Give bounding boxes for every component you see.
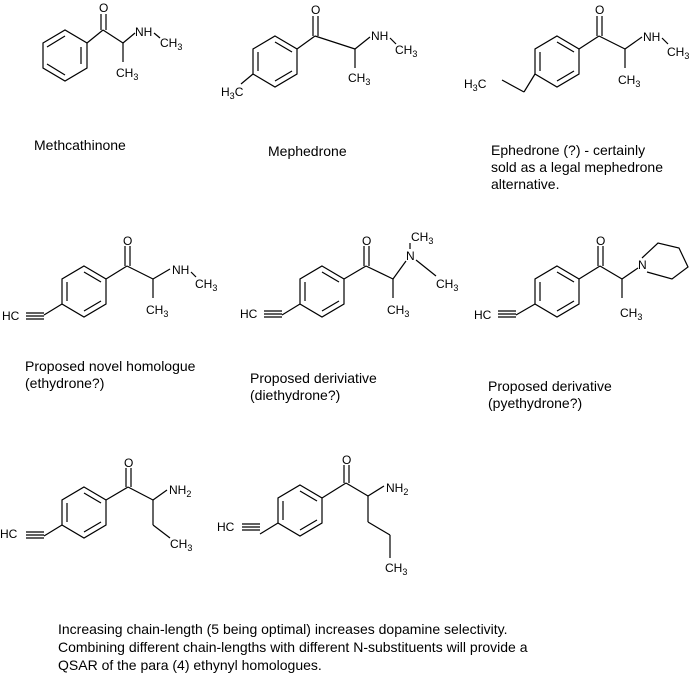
benzene-ring (534, 265, 580, 318)
ethydrone-structure: HC O NH CH3 CH3 (2, 234, 217, 323)
nitrogen-label: N (406, 249, 415, 263)
methcathinone-caption: Methcathinone (34, 137, 126, 154)
caption-line: Ephedrone (?) - certainly (491, 142, 646, 158)
methyl-label: CH3 (116, 66, 138, 82)
caption-line: Proposed derivative (488, 378, 612, 394)
caption-line: (diethydrone?) (250, 387, 341, 403)
ephedrone-caption: Ephedrone (?) - certainly sold as a lega… (491, 142, 663, 193)
methyl-label: CH3 (387, 303, 409, 319)
nitrogen-label: N (638, 258, 647, 272)
oxygen-label: O (595, 3, 604, 17)
oxygen-label: O (99, 1, 108, 15)
benzene-ring (61, 486, 107, 539)
amine-label: NH (643, 30, 660, 44)
benzene-ring (42, 29, 88, 82)
benzene-ring (534, 35, 580, 88)
benzene-ring (61, 265, 107, 318)
ethynyl-label: HC (474, 308, 492, 322)
methyl-label: CH3 (620, 306, 642, 322)
caption-line: Proposed novel homologue (25, 358, 196, 374)
pyrrolidine-ring (641, 242, 689, 280)
oxygen-label: O (362, 234, 371, 248)
methcathinone-structure: O NH CH3 CH3 (42, 1, 182, 82)
methyl-label: CH3 (618, 73, 640, 89)
methyl-label: CH3 (146, 303, 168, 319)
amino-label: NH2 (169, 483, 191, 499)
oxygen-label: O (596, 234, 605, 248)
oxygen-label: O (311, 3, 320, 17)
benzene-ring (299, 265, 345, 318)
caption-line: Mephedrone (268, 143, 347, 159)
amino-label: NH2 (386, 481, 408, 497)
methyl-label: CH3 (411, 230, 433, 246)
oxygen-label: O (124, 456, 133, 470)
oxygen-label: O (123, 234, 132, 248)
methyl-label: CH3 (195, 277, 217, 293)
benzene-ring (252, 35, 298, 88)
methyl-label: CH3 (348, 71, 370, 87)
ethynyl-pentanone-amine-structure: HC O NH2 CH3 (217, 453, 408, 577)
pyethydrone-structure: HC O N CH3 (474, 234, 689, 322)
amine-label: NH (135, 25, 152, 39)
methyl-label: CH3 (667, 45, 689, 61)
ephedrone-structure: H3C O NH CH3 CH3 (464, 3, 689, 93)
footnote-line: QSAR of the para (4) ethynyl homologues. (58, 657, 322, 673)
footnote-line: Combining different chain-lengths with d… (58, 639, 528, 655)
caption-line: Proposed deriviative (250, 370, 377, 386)
methyl-label: CH3 (395, 43, 417, 59)
methyl-label: CH3 (170, 537, 192, 553)
footnote-line: Increasing chain-length (5 being optimal… (58, 621, 508, 637)
pyethydrone-caption: Proposed derivative (pyethydrone?) (488, 378, 612, 412)
ethynyl-label: HC (0, 527, 18, 541)
amine-label: NH (172, 263, 189, 277)
methyl-label: CH3 (436, 277, 458, 293)
methyl-label: H3C (464, 77, 487, 93)
benzene-ring (277, 484, 323, 537)
ethynyl-label: HC (2, 309, 20, 323)
mephedrone-structure: H3C O NH CH3 CH3 (221, 3, 417, 101)
caption-line: alternative. (491, 176, 560, 192)
ethynyl-label: HC (217, 520, 235, 534)
caption-line: sold as a legal mephedrone (491, 159, 664, 175)
caption-line: (pyethydrone?) (488, 395, 583, 411)
oxygen-label: O (342, 453, 351, 467)
qsar-footnote: Increasing chain-length (5 being optimal… (58, 620, 678, 674)
ethynyl-butanone-amine-structure: HC O NH2 CH3 (0, 456, 192, 553)
caption-line: Methcathinone (34, 137, 126, 153)
ethynyl-label: HC (240, 307, 258, 321)
caption-line: (ethydrone?) (25, 375, 105, 391)
diethydrone-caption: Proposed deriviative (diethydrone?) (250, 370, 377, 404)
methyl-label: H3C (221, 85, 244, 101)
methyl-label: CH3 (385, 561, 407, 577)
ethydrone-caption: Proposed novel homologue (ethydrone?) (25, 358, 195, 392)
mephedrone-caption: Mephedrone (268, 143, 347, 160)
amine-label: NH (371, 29, 388, 43)
diethydrone-structure: HC O N CH3 CH3 CH3 (240, 230, 458, 321)
methyl-label: CH3 (160, 36, 182, 52)
